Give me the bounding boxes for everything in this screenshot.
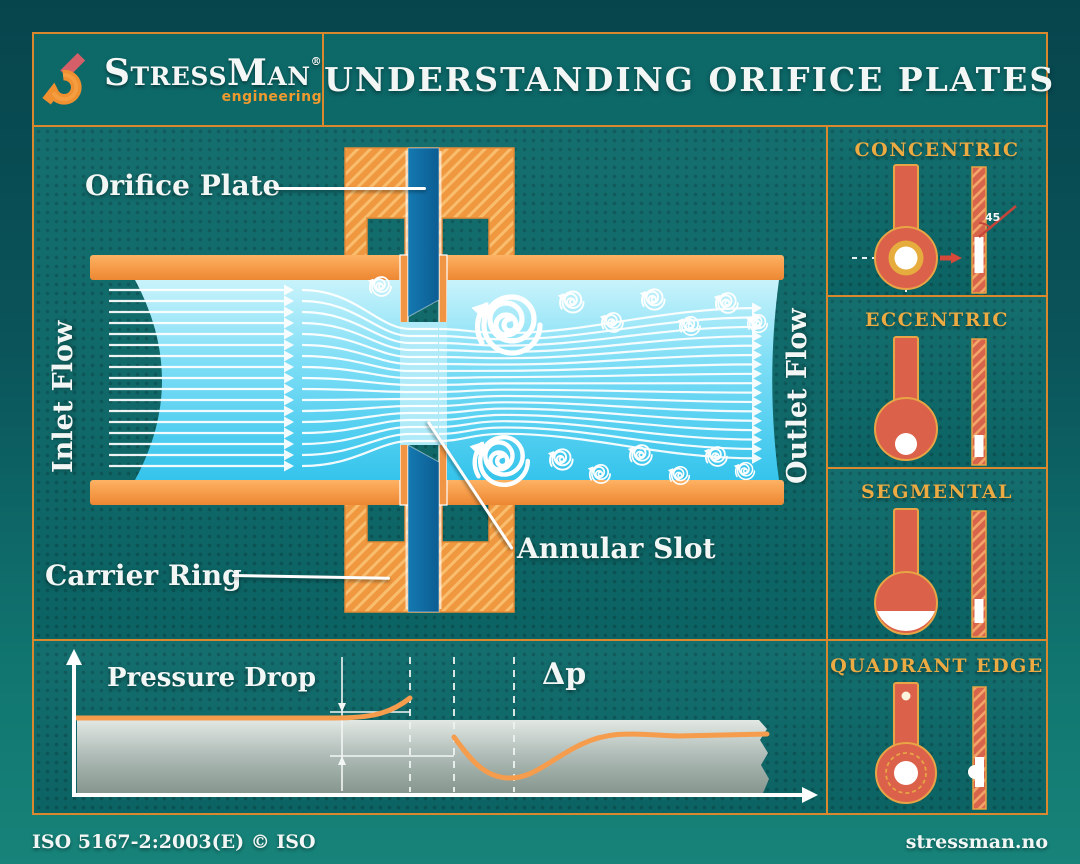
- plate-side-view: [972, 686, 987, 810]
- title-cell: UNDERSTANDING ORIFICE PLATES: [324, 34, 1055, 125]
- quadrant-profile-bump: [968, 765, 975, 779]
- y-axis-arrowhead: [66, 649, 82, 665]
- annular-slot-label: Annular Slot: [517, 532, 716, 565]
- bore-hole-concentric: [894, 246, 918, 270]
- panel-quadrant-edge-title: QUADRANT EDGE: [830, 655, 1044, 677]
- outlet-fluid: [447, 280, 779, 480]
- outlet-pipe-wall-bottom: [440, 480, 784, 505]
- quadrant-radius-dashed-circle: [885, 752, 927, 794]
- quadrant-edge-plate-graphic: [875, 682, 987, 810]
- plate-side-view: [971, 338, 987, 466]
- stressman-logo-icon: [42, 52, 86, 105]
- pressure-graph: [66, 649, 818, 803]
- panel-concentric: CONCENTRIC 45: [828, 127, 1046, 297]
- brand-tagline: engineering: [221, 88, 323, 105]
- orifice-diagram-graphic: [90, 147, 784, 613]
- carrier-ring-label: Carrier Ring: [45, 559, 242, 592]
- paddle-disc: [874, 397, 938, 461]
- dimension-arrow-up: [338, 756, 346, 765]
- side-view-bore-slot: [974, 435, 984, 457]
- sidebar-vertical-divider: [826, 127, 828, 813]
- graph-top-divider: [34, 639, 826, 641]
- side-view-bore-slot: [975, 757, 984, 787]
- bore-hole-quadrant: [894, 761, 918, 785]
- stem-pin-hole: [901, 691, 911, 701]
- logo-cell: StressMan® engineering: [34, 34, 325, 125]
- bevel-angle-value: 45: [985, 211, 1001, 224]
- x-axis-arrowhead: [802, 787, 818, 803]
- side-view-bore-slot: [974, 237, 984, 273]
- panel-concentric-title: CONCENTRIC: [854, 139, 1020, 161]
- bore-segment: [877, 611, 935, 632]
- orifice-diagram-panel: Orifice Plate Inlet Flow Outlet Flow Car…: [34, 127, 826, 641]
- website-link[interactable]: stressman.no: [905, 831, 1048, 853]
- orifice-plate-bottom: [407, 444, 440, 613]
- panel-segmental: SEGMENTAL: [828, 469, 1046, 641]
- brand-name: StressMan®: [104, 51, 323, 94]
- orifice-plate-leader-line: [274, 187, 426, 190]
- bore-hole-eccentric: [895, 433, 917, 455]
- side-view-bore-slot: [974, 599, 984, 623]
- inlet-pipe-wall-bottom: [90, 480, 407, 505]
- registered-mark: ®: [310, 54, 323, 68]
- pressure-curve-downstream: [451, 731, 770, 781]
- panel-quadrant-edge: QUADRANT EDGE: [828, 641, 1046, 813]
- orifice-plate-top: [407, 147, 440, 318]
- footer: ISO 5167-2:2003(E) © ISO stressman.no: [32, 824, 1048, 860]
- panel-eccentric-title: ECCENTRIC: [864, 309, 1009, 331]
- concentric-plate-graphic: [852, 164, 1017, 295]
- plate-side-view: [971, 166, 987, 294]
- inlet-pipe-wall-top: [90, 255, 407, 280]
- streamlines: [109, 284, 762, 472]
- panel-segmental-title: SEGMENTAL: [860, 481, 1013, 503]
- delta-p-label: Δp: [542, 657, 587, 692]
- pressure-graph-panel: Pressure Drop Δp: [34, 641, 826, 813]
- bevel-angle-line: [978, 205, 1017, 238]
- content-frame: StressMan® engineering UNDERSTANDING ORI…: [32, 32, 1053, 815]
- header: StressMan® engineering UNDERSTANDING ORI…: [34, 34, 1053, 127]
- panel-eccentric: ECCENTRIC: [828, 297, 1046, 469]
- eccentric-plate-graphic: [874, 336, 987, 466]
- inlet-flow-label: Inlet Flow: [48, 320, 79, 474]
- flow-direction-arrowhead: [951, 252, 962, 264]
- outlet-pipe-wall-top: [440, 255, 784, 280]
- page-title: UNDERSTANDING ORIFICE PLATES: [324, 60, 1056, 99]
- iso-reference: ISO 5167-2:2003(E) © ISO: [32, 831, 316, 853]
- pressure-drop-label: Pressure Drop: [107, 663, 317, 693]
- dimension-arrow-down: [338, 703, 346, 712]
- segmental-plate-graphic: [874, 508, 987, 638]
- bevel-angle-arc: [978, 222, 992, 230]
- outlet-flow-label: Outlet Flow: [782, 308, 813, 485]
- orifice-plate-label: Orifice Plate: [85, 169, 281, 202]
- pressure-curve-upstream: [74, 695, 413, 721]
- inlet-fluid: [135, 280, 400, 480]
